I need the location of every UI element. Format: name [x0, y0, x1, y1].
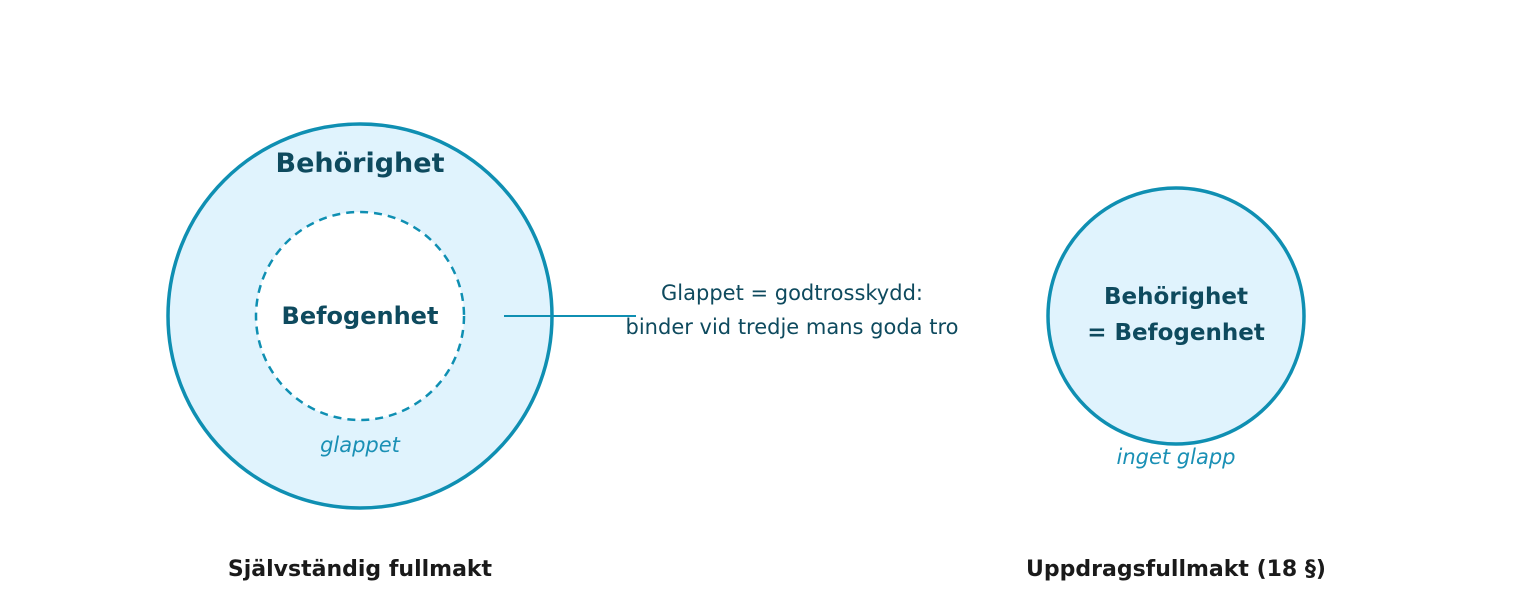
callout-line2: binder vid tredje mans goda tro — [626, 315, 959, 339]
behorighet-label: Behörighet — [275, 148, 444, 179]
callout: Glappet = godtrosskydd: binder vid tredj… — [504, 281, 958, 339]
right-caption: Uppdragsfullmakt (18 §) — [1026, 557, 1326, 582]
befogenhet-inner-circle — [254, 210, 466, 422]
left-diagram: Behörighet Befogenhet glappet Självständ… — [166, 122, 554, 582]
behorighet-befogenhet-circle — [1046, 186, 1306, 446]
callout-line1: Glappet = godtrosskydd: — [661, 281, 923, 305]
right-label-line1: Behörighet — [1104, 284, 1248, 310]
glappet-label: glappet — [320, 433, 401, 457]
befogenhet-label: Befogenhet — [282, 302, 439, 330]
right-label-line2: = Befogenhet — [1087, 320, 1265, 346]
left-caption: Självständig fullmakt — [228, 557, 493, 582]
inget-glapp-label: inget glapp — [1117, 445, 1236, 469]
right-diagram: Behörighet = Befogenhet inget glapp Uppd… — [1026, 186, 1326, 582]
